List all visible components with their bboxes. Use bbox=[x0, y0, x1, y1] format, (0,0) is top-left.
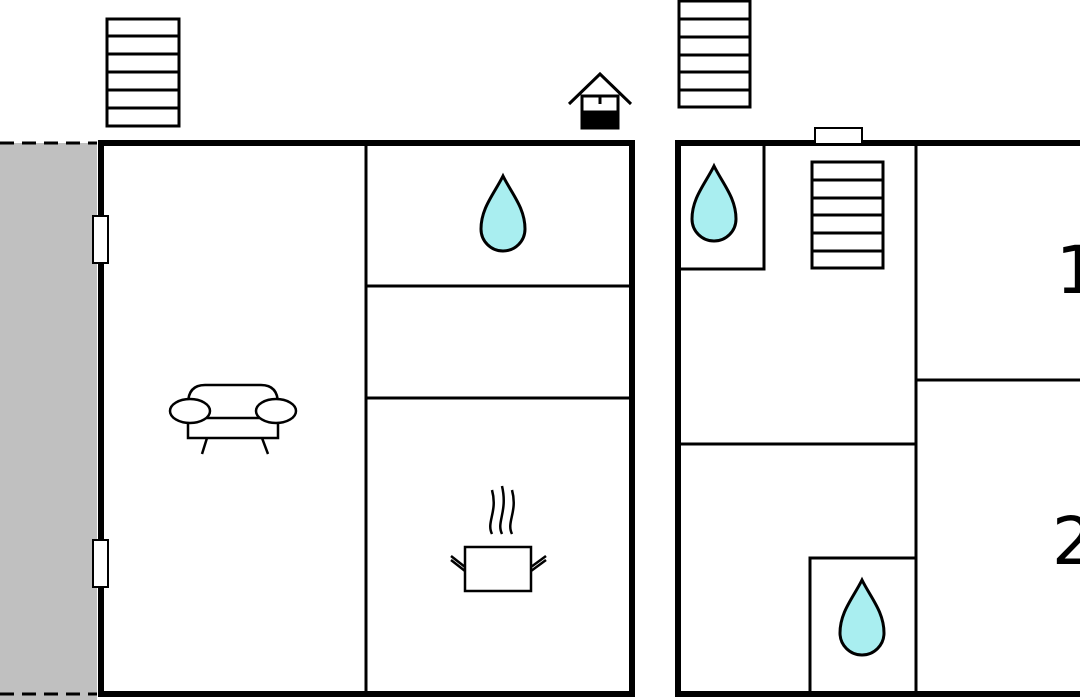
well-icon bbox=[567, 71, 633, 130]
stairs-icon bbox=[105, 17, 181, 128]
window bbox=[814, 127, 863, 145]
stairs-icon bbox=[677, 0, 752, 109]
room-number-2: 2 bbox=[1052, 503, 1080, 580]
water-drop-icon bbox=[479, 172, 527, 253]
sofa-icon bbox=[168, 383, 298, 455]
stairs-icon bbox=[810, 160, 885, 270]
door bbox=[92, 215, 109, 264]
terrace bbox=[0, 141, 97, 700]
water-drop-icon bbox=[838, 576, 886, 657]
cooking-pot-icon bbox=[450, 485, 547, 593]
room-number-1: 1 bbox=[1056, 232, 1080, 309]
water-drop-icon bbox=[690, 162, 738, 243]
door bbox=[92, 539, 109, 588]
